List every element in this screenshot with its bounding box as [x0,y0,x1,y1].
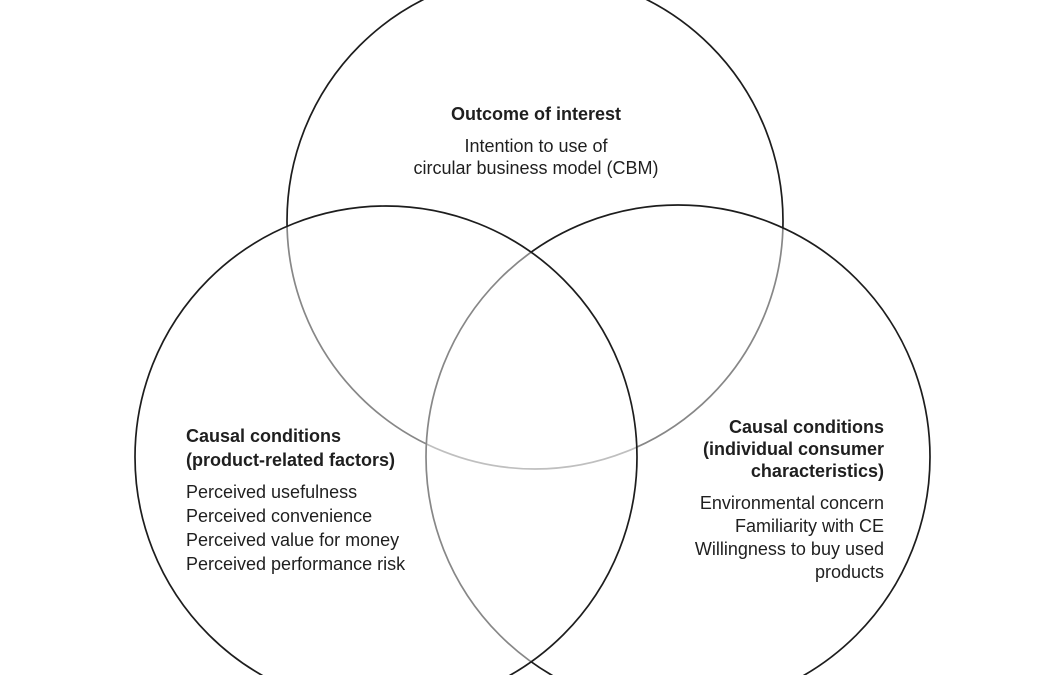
consumer-heading-line-2: (individual consumer [702,439,884,459]
consumer-heading-line-3: characteristics) [750,461,884,481]
product-heading-line-2: (product-related factors) [186,450,396,470]
consumer-item-2: Familiarity with CE [734,516,884,536]
product-item-1: Perceived usefulness [186,482,358,502]
consumer-characteristics-circle [425,204,931,675]
consumer-item-4: products [814,562,884,582]
product-heading-line-1: Causal conditions [186,426,342,446]
outcome-circle [286,0,784,470]
consumer-item-3: Willingness to buy used [694,539,884,559]
outcome-label-block: Outcome of interest Intention to use of … [356,102,716,179]
consumer-item-1: Environmental concern [699,493,884,513]
product-factors-circle [134,205,638,675]
consumer-heading-line-1: Causal conditions [728,417,884,437]
outcome-line-2: circular business model (CBM) [413,158,659,178]
outcome-line-1: Intention to use of [464,136,608,156]
outcome-heading: Outcome of interest [450,104,622,124]
consumer-characteristics-label-block: Causal conditions (individual consumer c… [644,416,884,584]
product-factors-label-block: Causal conditions (product-related facto… [186,424,426,576]
product-item-2: Perceived convenience [186,506,373,526]
product-item-4: Perceived performance risk [186,554,406,574]
product-item-3: Perceived value for money [186,530,400,550]
